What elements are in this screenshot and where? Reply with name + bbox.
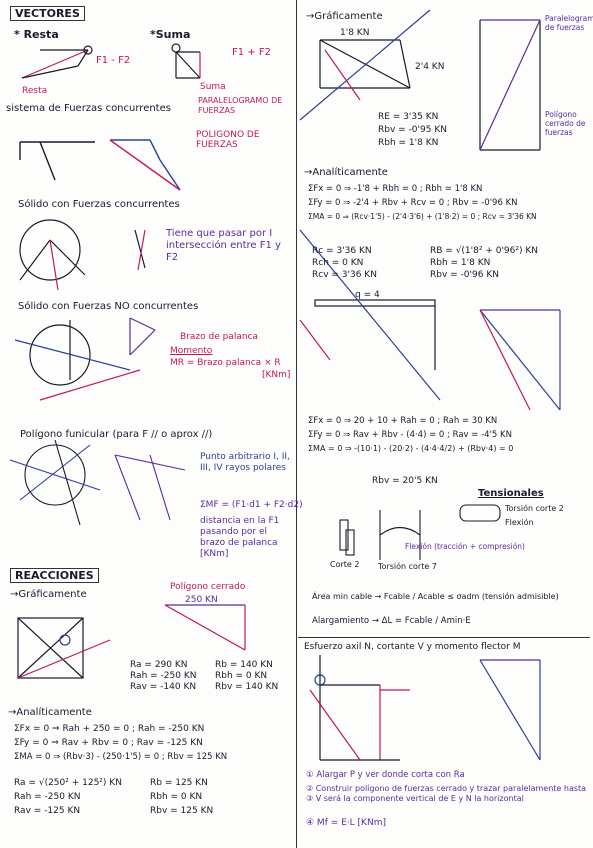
flexion-label: Flexión (505, 518, 534, 527)
distancia-note: distancia en la F1 pasando por el brazo … (200, 516, 280, 559)
eq-fx: ΣFx = 0 ⇒ Rah + 250 = 0 ; Rah = -250 KN (14, 724, 205, 734)
momento-label: Momento (170, 346, 213, 356)
beam-eq-ma: ΣMA = 0 ⇒ -(10·1) - (20·2) - (4·4·4/2) +… (308, 444, 514, 453)
corte-2-label: Corte 2 (330, 560, 360, 569)
suma-note: Suma (200, 82, 226, 92)
rch-result: Rch = 0 KN (312, 258, 364, 268)
right-eq-ma: ΣMA = 0 ⇒ (Rcv·1'5) - (2'4·3'6) + (1'8·2… (308, 212, 537, 221)
final-rah: Rah = -250 KN (14, 792, 81, 802)
suma-diagram (171, 43, 201, 79)
solid-nonconcurrent-diagram (14, 317, 156, 401)
right-graficamente: →Gráficamente (306, 11, 383, 22)
dim-1-8: 1'8 KN (340, 28, 370, 38)
re-result: RE = 3'35 KN (378, 112, 439, 122)
funicular-diagram (9, 439, 186, 526)
concurrent-forces-diagram (19, 139, 181, 191)
step-4: ④ Mf = E·L [KNm] (306, 818, 386, 828)
poligono-cerrado-label: Polígono cerrado (170, 582, 246, 592)
reacciones-truss-diagram (17, 604, 246, 679)
force-250-label: 250 KN (185, 595, 218, 605)
tensionales-diagram (339, 504, 501, 560)
rbv-right-final: Rbv = -0'96 KN (430, 270, 499, 280)
torsion-corte-7-label: Torsión corte 7 (378, 562, 437, 571)
q-load-label: q = 4 (355, 290, 380, 300)
tiene-pasar-note: Tiene que pasar por I intersección entre… (166, 228, 281, 263)
suma-formula: F1 + F2 (232, 47, 271, 58)
rbh-right-result: Rbh = 1'8 KN (378, 138, 439, 148)
beam-eq-fx: ΣFx = 0 ⇒ 20 + 10 + Rah = 0 ; Rah = 30 K… (308, 416, 498, 426)
right-analiticamente: →Analíticamente (304, 167, 388, 178)
poligono-label: POLIGONO DE FUERZAS (196, 130, 260, 150)
torsion-corte-2-label: Torsión corte 2 (505, 504, 564, 513)
punto-arbitrario-note: Punto arbitrario I, II, III, IV rayos po… (200, 452, 290, 473)
flexion-traccion-label: Flexión (tracción + compresión) (405, 542, 525, 551)
poligono-cerrado-right-label: Polígono cerrado de fuerzas (545, 110, 586, 137)
final-rbh: Rbh = 0 KN (150, 792, 203, 802)
final-rav: Rav = -125 KN (14, 806, 81, 816)
esfuerzo-heading: Esfuerzo axil N, cortante V y momento fl… (304, 642, 521, 652)
eq-fy: ΣFy = 0 ⇒ Rav + Rbv = 0 ; Rav = -125 KN (14, 738, 203, 748)
resta-note: Resta (22, 86, 48, 96)
solid-concurrent-diagram (19, 219, 146, 291)
paralelogramo-right-label: Paralelogramo de fuerzas (545, 14, 593, 32)
rbh-result: Rbh = 0 KN (215, 671, 268, 681)
funicular-heading: Polígono funicular (para F // o aprox //… (20, 429, 213, 440)
section-title-vectores: VECTORES (10, 6, 85, 21)
final-rbv: Rbv = 125 KN (150, 806, 214, 816)
beam-diagram (299, 229, 561, 411)
suma-label: *Suma (150, 28, 191, 41)
rav-result: Rav = -140 KN (130, 682, 197, 692)
section-divider (298, 637, 590, 638)
resta-diagram (21, 45, 93, 79)
rah-result: Rah = -250 KN (130, 671, 197, 681)
rc-result: Rc = 3'36 KN (312, 246, 372, 256)
solido-concurrentes-heading: Sólido con Fuerzas concurrentes (18, 199, 180, 210)
resta-label: * Resta (14, 28, 59, 41)
reacciones-graficamente: →Gráficamente (10, 589, 87, 600)
alargamiento-formula: Alargamiento → ΔL = Fcable / Amin·E (312, 616, 471, 626)
step-2: ② Construir polígono de fuerzas cerrado … (306, 784, 587, 803)
rb-right-result: RB = √(1'8² + 0'96²) KN (430, 246, 538, 256)
final-ra: Ra = √(250² + 125²) KN (14, 778, 122, 788)
brazo-label: Brazo de palanca (180, 332, 259, 342)
resta-formula: F1 - F2 (96, 55, 131, 66)
right-eq-fy: ΣFy = 0 ⇒ -2'4 + Rbv + Rcv = 0 ; Rbv = -… (308, 198, 518, 208)
solido-no-concurrentes-heading: Sólido con Fuerzas NO concurrentes (18, 301, 199, 312)
concurrentes-heading: sistema de Fuerzas concurrentes (6, 103, 171, 114)
mr-formula: MR = Brazo palanca × R (170, 358, 281, 368)
rcv-result: Rcv = 3'36 KN (312, 270, 377, 280)
paralelogramo-label: PARALELOGRAMO DE FUERZAS (198, 96, 283, 115)
rbv-result: Rbv = 140 KN (215, 682, 279, 692)
tensionales-heading: Tensionales (478, 488, 544, 499)
column-divider (296, 0, 297, 848)
section-title-reacciones: REACCIONES (10, 568, 99, 583)
final-rb: Rb = 125 KN (150, 778, 208, 788)
rbv-beam-result: Rbv = 20'5 KN (372, 476, 438, 486)
step-1: ① Alargar P y ver donde corta con Ra (306, 770, 465, 780)
right-eq-fx: ΣFx = 0 ⇒ -1'8 + Rbh = 0 ; Rbh = 1'8 KN (308, 184, 483, 194)
rb-result: Rb = 140 KN (215, 660, 273, 670)
mf-formula: ΣMF = (F1·d1 + F2·d2) (200, 500, 303, 510)
reacciones-analiticamente: →Analíticamente (8, 707, 92, 718)
ra-result: Ra = 290 KN (130, 660, 188, 670)
dim-2-4: 2'4 KN (415, 62, 445, 72)
rbh-right-final: Rbh = 1'8 KN (430, 258, 491, 268)
beam-eq-fy: ΣFy = 0 ⇒ Rav + Rbv - (4·4) = 0 ; Rav = … (308, 430, 512, 440)
right-truss-diagram (299, 9, 541, 151)
mr-units: [KNm] (262, 370, 291, 380)
eq-ma: ΣMA = 0 ⇒ (Rbv·3) - (250·1'5) = 0 ; Rbv … (14, 752, 228, 762)
area-min-formula: Área min cable → Fcable / Acable ≤ σadm … (312, 592, 559, 601)
rbv-right-result: Rbv = -0'95 KN (378, 125, 447, 135)
esfuerzo-diagram (309, 655, 541, 761)
